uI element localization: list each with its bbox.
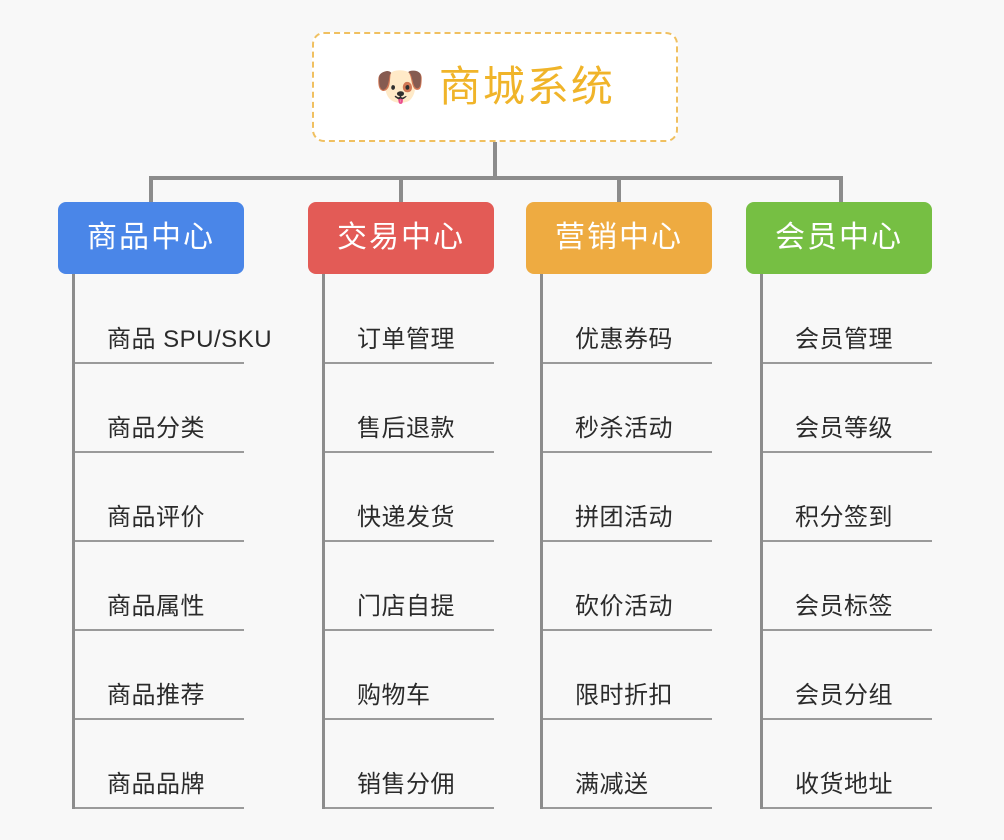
list-item[interactable]: 会员分组 [763,631,932,720]
category-label: 营销中心 [555,221,683,254]
leaf-label: 满减送 [575,771,649,798]
category-header-product[interactable]: 商品中心 [58,202,244,274]
list-item[interactable]: 门店自提 [325,542,494,631]
leaf-list-trade: 订单管理 售后退款 快递发货 门店自提 购物车 销售分佣 [322,274,494,809]
root-title: 商城系统 [438,63,615,110]
connector-drop-category-1 [399,176,403,204]
category-label: 交易中心 [337,221,465,254]
list-item[interactable]: 秒杀活动 [543,364,712,453]
leaf-label: 商品 SPU/SKU [107,326,273,353]
leaf-label: 会员等级 [795,415,893,442]
leaf-label: 商品评价 [107,504,205,531]
list-item[interactable]: 会员管理 [763,274,932,364]
list-item[interactable]: 会员标签 [763,542,932,631]
list-item[interactable]: 拼团活动 [543,453,712,542]
list-item[interactable]: 会员等级 [763,364,932,453]
leaf-label: 秒杀活动 [575,415,673,442]
category-column-product: 商品中心 商品 SPU/SKU 商品分类 商品评价 商品属性 商品推荐 商品品牌 [58,202,272,809]
leaf-label: 收货地址 [795,771,893,798]
category-header-member[interactable]: 会员中心 [746,202,932,274]
category-column-marketing: 营销中心 优惠券码 秒杀活动 拼团活动 砍价活动 限时折扣 满减送 [526,202,712,809]
list-item[interactable]: 积分签到 [763,453,932,542]
list-item[interactable]: 限时折扣 [543,631,712,720]
list-item[interactable]: 砍价活动 [543,542,712,631]
leaf-label: 售后退款 [357,415,455,442]
list-item[interactable]: 快递发货 [325,453,494,542]
leaf-label: 商品推荐 [107,682,205,709]
list-item[interactable]: 商品品牌 [75,720,244,809]
leaf-label: 购物车 [357,682,431,709]
list-item[interactable]: 满减送 [543,720,712,809]
leaf-label: 快递发货 [357,504,455,531]
list-item[interactable]: 商品评价 [75,453,244,542]
category-label: 会员中心 [775,221,903,254]
leaf-label: 商品属性 [107,593,205,620]
shiba-dog-emoji-icon: 🐶 [375,65,425,109]
leaf-label: 销售分佣 [357,771,455,798]
leaf-label: 限时折扣 [575,682,673,709]
list-item[interactable]: 商品分类 [75,364,244,453]
leaf-label: 优惠券码 [575,326,673,353]
leaf-label: 订单管理 [357,326,455,353]
leaf-label: 会员分组 [795,682,893,709]
leaf-list-marketing: 优惠券码 秒杀活动 拼团活动 砍价活动 限时折扣 满减送 [540,274,712,809]
category-header-trade[interactable]: 交易中心 [308,202,494,274]
connector-drop-category-0 [149,176,153,204]
leaf-label: 商品分类 [107,415,205,442]
list-item[interactable]: 订单管理 [325,274,494,364]
root-node[interactable]: 🐶 商城系统 [312,32,678,142]
leaf-list-product: 商品 SPU/SKU 商品分类 商品评价 商品属性 商品推荐 商品品牌 [72,274,272,809]
list-item[interactable]: 销售分佣 [325,720,494,809]
list-item[interactable]: 商品推荐 [75,631,244,720]
category-header-marketing[interactable]: 营销中心 [526,202,712,274]
connector-root-stem [493,142,497,178]
leaf-label: 会员标签 [795,593,893,620]
list-item[interactable]: 商品属性 [75,542,244,631]
leaf-label: 拼团活动 [575,504,673,531]
category-column-member: 会员中心 会员管理 会员等级 积分签到 会员标签 会员分组 收货地址 [746,202,932,809]
leaf-label: 积分签到 [795,504,893,531]
leaf-list-member: 会员管理 会员等级 积分签到 会员标签 会员分组 收货地址 [760,274,932,809]
list-item[interactable]: 商品 SPU/SKU [75,274,272,364]
list-item[interactable]: 收货地址 [763,720,932,809]
connector-horizontal-bus [149,176,843,180]
leaf-label: 商品品牌 [107,771,205,798]
list-item[interactable]: 优惠券码 [543,274,712,364]
connector-drop-category-3 [839,176,843,204]
connector-drop-category-2 [617,176,621,204]
category-label: 商品中心 [87,221,215,254]
leaf-label: 门店自提 [357,593,455,620]
list-item[interactable]: 售后退款 [325,364,494,453]
list-item[interactable]: 购物车 [325,631,494,720]
leaf-label: 会员管理 [795,326,893,353]
leaf-label: 砍价活动 [575,593,673,620]
category-column-trade: 交易中心 订单管理 售后退款 快递发货 门店自提 购物车 销售分佣 [308,202,494,809]
